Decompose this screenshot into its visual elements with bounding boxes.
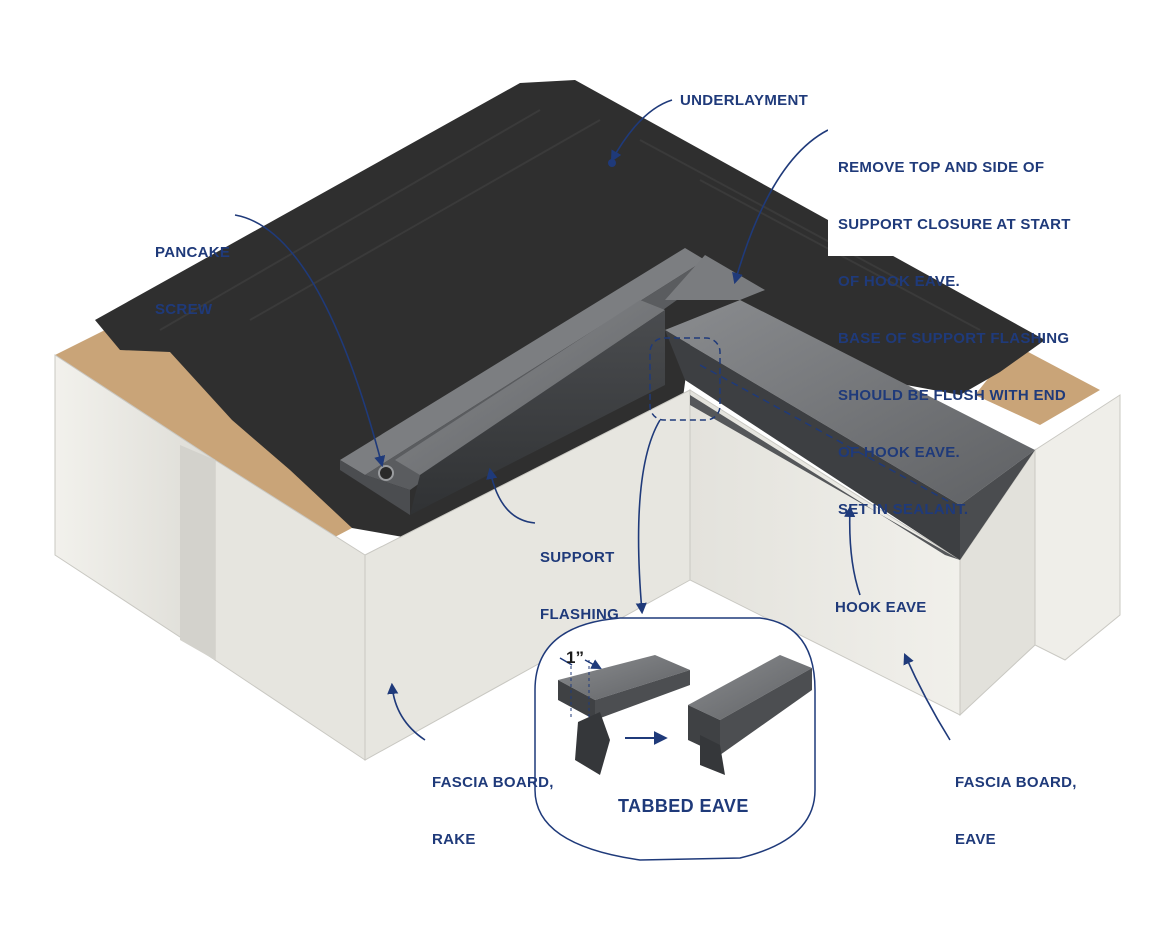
tabbed-eave-left (558, 655, 690, 775)
leader-support-flashing (486, 467, 536, 524)
label-line: FASCIA BOARD, (432, 774, 554, 791)
note-line: OF HOOK EAVE. (838, 273, 960, 290)
label-fascia-rake: FASCIA BOARD, RAKE (432, 735, 554, 868)
leader-detail-to-inset (635, 419, 661, 615)
note-line: SET IN SEALANT. (838, 501, 969, 518)
label-line: SCREW (155, 301, 213, 318)
note-line: SHOULD BE FLUSH WITH END (838, 387, 1067, 404)
dimension-extension (570, 660, 590, 720)
label-line: FLASHING (540, 606, 620, 623)
dimension-line (559, 657, 600, 668)
detail-callout-box (649, 337, 721, 421)
leader-dot-underlayment (608, 159, 616, 167)
label-line: RAKE (432, 831, 476, 848)
hidden-line (699, 364, 956, 506)
support-flashing (340, 248, 705, 515)
fascia-board-rake (54, 354, 691, 761)
inset-title: TABBED EAVE (618, 796, 749, 816)
label-hook-eave: HOOK EAVE (835, 599, 927, 616)
leader-hook-eave (844, 505, 861, 596)
label-line: EAVE (955, 831, 996, 848)
note-line: SUPPORT CLOSURE AT START (838, 216, 1071, 233)
label-note: REMOVE TOP AND SIDE OF SUPPORT CLOSURE A… (838, 120, 1071, 538)
note-line: BASE OF SUPPORT FLASHING (838, 330, 1070, 347)
tabbed-eave-right (688, 655, 812, 775)
label-fascia-eave: FASCIA BOARD, EAVE (955, 735, 1077, 868)
note-box-bg (828, 118, 1076, 256)
label-line: PANCAKE (155, 244, 231, 261)
label-line: SUPPORT (540, 549, 615, 566)
note-line: OF HOOK EAVE. (838, 444, 960, 461)
leader-fascia-eave (903, 652, 951, 741)
underlayment-texture (159, 109, 981, 331)
label-underlayment: UNDERLAYMENT (680, 92, 809, 109)
fascia-board-eave (689, 389, 1121, 717)
leader-underlayment (610, 99, 673, 162)
dimension-label: 1” (566, 648, 584, 667)
underlayment-felt (95, 80, 1045, 540)
label-support-flashing: SUPPORT FLASHING (540, 510, 619, 643)
note-line: REMOVE TOP AND SIDE OF (838, 159, 1045, 176)
leader-fascia-rake (387, 682, 426, 741)
leader-pancake-screw (234, 214, 386, 468)
leader-note (732, 129, 829, 285)
label-pancake-screw: PANCAKE SCREW (155, 205, 230, 338)
hook-eave (665, 255, 1035, 560)
label-line: FASCIA BOARD, (955, 774, 1077, 791)
